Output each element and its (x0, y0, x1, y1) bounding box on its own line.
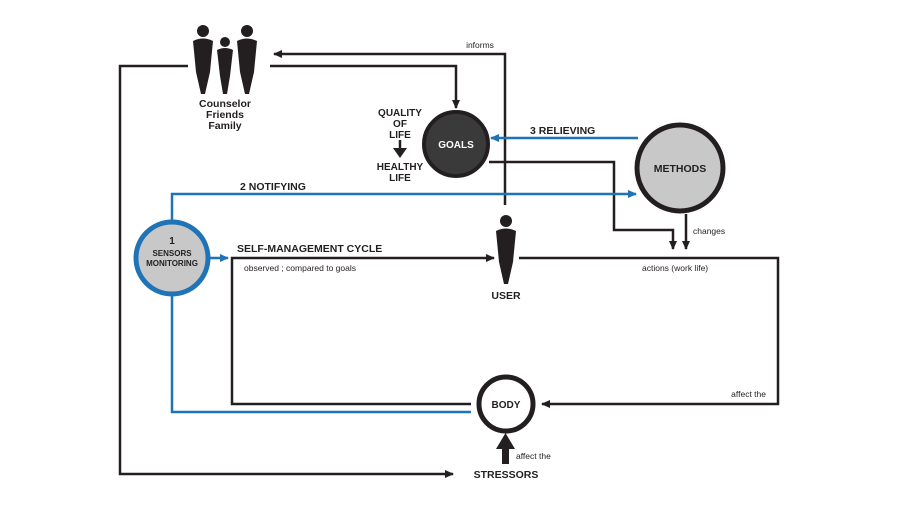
actions-line (519, 256, 780, 408)
affect-body-label: affect the (731, 389, 766, 399)
methods-label: METHODS (654, 163, 707, 175)
informs-label: informs (466, 40, 494, 50)
user-label: USER (491, 290, 521, 302)
people-label-counselor: Counselor (199, 98, 251, 110)
body-to-sensors-line (170, 292, 471, 414)
notifying-line (170, 190, 637, 222)
quality-line-3: LIFE (389, 130, 411, 141)
changes-label: changes (693, 226, 725, 236)
notifying-label: 2 NOTIFYING (240, 181, 306, 193)
quality-line-4: HEALTHY (377, 162, 424, 173)
user-icon (496, 215, 516, 284)
stressors-arrow-shaft (502, 447, 509, 464)
people-to-stressors-line (118, 64, 454, 478)
people-icon (193, 25, 257, 94)
actions-label: actions (work life) (642, 263, 708, 273)
body-label: BODY (492, 400, 521, 411)
methods-node (634, 122, 726, 214)
informs-line (273, 50, 507, 205)
goals-label: GOALS (438, 140, 474, 151)
sensors-node (133, 219, 211, 297)
affect-stressors-label: affect the (516, 451, 551, 461)
goals-to-actions-line (489, 160, 677, 250)
goals-node (422, 110, 490, 178)
quality-line-1: QUALITY (378, 108, 422, 119)
stressors-up-arrow-icon (496, 433, 515, 449)
relieving-label: 3 RELIEVING (530, 125, 595, 137)
quality-line-2: OF (393, 119, 407, 130)
sensors-number: 1 (169, 236, 175, 247)
cycle-left-line (230, 254, 495, 406)
observed-label: observed ; compared to goals (244, 263, 356, 273)
body-node (476, 374, 536, 434)
people-to-goals-line (270, 64, 460, 109)
stressors-label: STRESSORS (474, 469, 539, 481)
people-label-family: Family (208, 120, 241, 132)
quality-line-5: LIFE (389, 173, 411, 184)
quality-down-arrow-icon (393, 148, 407, 158)
sensors-label-2: MONITORING (146, 259, 198, 268)
cycle-label: SELF-MANAGEMENT CYCLE (237, 243, 382, 255)
people-label-friends: Friends (206, 109, 244, 121)
sensors-label-1: SENSORS (152, 249, 192, 258)
